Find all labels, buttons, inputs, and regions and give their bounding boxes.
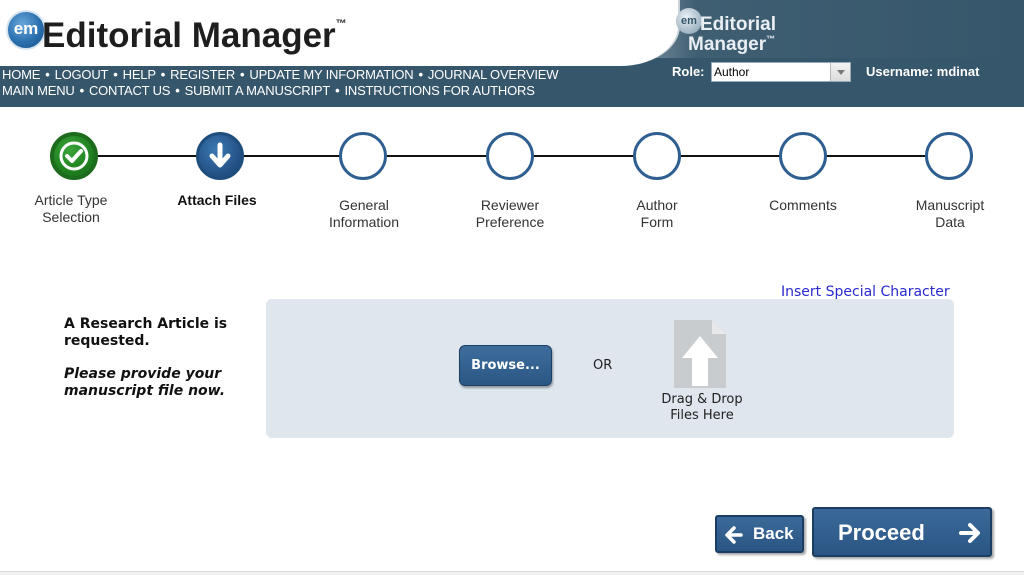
nav-journal-overview-link[interactable]: JOURNAL OVERVIEW [427, 67, 559, 82]
step-article-type-circle[interactable] [50, 132, 98, 180]
journal-logo-line2-text: Manager [688, 34, 767, 55]
nav-menu-row-2: MAIN MENU•CONTACT US•SUBMIT A MANUSCRIPT… [2, 83, 535, 98]
file-upload-panel [266, 299, 954, 438]
nav-menu-row-1: HOME•LOGOUT•HELP•REGISTER•UPDATE MY INFO… [2, 67, 559, 82]
nav-submit-manuscript-link[interactable]: SUBMIT A MANUSCRIPT [184, 83, 331, 98]
step-label-manuscript-data[interactable]: Manuscript Data [915, 197, 985, 230]
nav-update-info-link[interactable]: UPDATE MY INFORMATION [249, 67, 414, 82]
nav-logout-link[interactable]: LOGOUT [54, 67, 109, 82]
journal-logo-line2: Manager™ [688, 34, 775, 56]
checkmark-icon [59, 141, 89, 171]
insert-special-character-link[interactable]: Insert Special Character [781, 284, 950, 300]
role-select[interactable]: Author [711, 62, 851, 82]
app-title[interactable]: Editorial Manager™ [42, 16, 347, 56]
nav-main-menu-link[interactable]: MAIN MENU [2, 83, 75, 98]
header-logo-area [0, 0, 680, 66]
step-manuscript-data-circle[interactable] [925, 132, 973, 180]
step-attach-files-circle[interactable] [196, 132, 244, 180]
nav-register-link[interactable]: REGISTER [170, 67, 236, 82]
journal-logo: em Editorial Manager™ [676, 8, 796, 58]
step-label-reviewer-pref[interactable]: Reviewer Preference [475, 197, 545, 230]
file-upload-icon[interactable] [672, 318, 728, 390]
back-button[interactable]: Back [715, 515, 804, 553]
back-button-label: Back [753, 524, 794, 543]
nav-contact-us-link[interactable]: CONTACT US [88, 83, 171, 98]
file-prompt-text: Please provide your manuscript file now. [64, 366, 226, 399]
app-header: em Editorial Manager™ em Editorial Manag… [0, 0, 1024, 107]
article-request-text: A Research Article is requested. [64, 316, 228, 349]
role-label: Role: [672, 64, 705, 79]
arrow-left-icon [725, 526, 743, 544]
step-label-author-form[interactable]: Author Form [636, 197, 678, 230]
arrow-right-icon [959, 523, 980, 543]
step-reviewer-pref-circle[interactable] [486, 132, 534, 180]
step-label-general-info[interactable]: General Information [328, 197, 400, 230]
browse-button[interactable]: Browse... [459, 345, 552, 386]
proceed-button-label: Proceed [838, 520, 925, 545]
drop-zone-label[interactable]: Drag & Drop Files Here [661, 392, 743, 423]
proceed-button[interactable]: Proceed [812, 507, 992, 557]
or-separator: OR [593, 358, 613, 373]
journal-trademark-mark: ™ [766, 34, 776, 44]
step-label-comments[interactable]: Comments [769, 197, 837, 213]
app-title-text: Editorial Manager [42, 16, 336, 55]
step-label-attach-files[interactable]: Attach Files [177, 192, 257, 208]
step-general-info-circle[interactable] [339, 132, 387, 180]
header-nav-band [0, 58, 1024, 107]
step-comments-circle[interactable] [779, 132, 827, 180]
nav-home-link[interactable]: HOME [2, 67, 41, 82]
trademark-mark: ™ [335, 18, 347, 30]
arrow-down-icon [209, 142, 231, 168]
step-label-article-type[interactable]: Article Type Selection [34, 192, 108, 225]
em-logo-icon: em [6, 10, 46, 50]
role-select-value: Author [714, 65, 750, 79]
chevron-down-icon[interactable] [830, 63, 850, 81]
nav-help-link[interactable]: HELP [122, 67, 156, 82]
nav-instructions-link[interactable]: INSTRUCTIONS FOR AUTHORS [344, 83, 535, 98]
username-display: Username: mdinat [866, 64, 980, 79]
page-bottom-border [0, 571, 1024, 575]
journal-logo-line1: Editorial [700, 14, 777, 35]
em-small-logo-icon: em [676, 8, 702, 34]
step-author-form-circle[interactable] [633, 132, 681, 180]
